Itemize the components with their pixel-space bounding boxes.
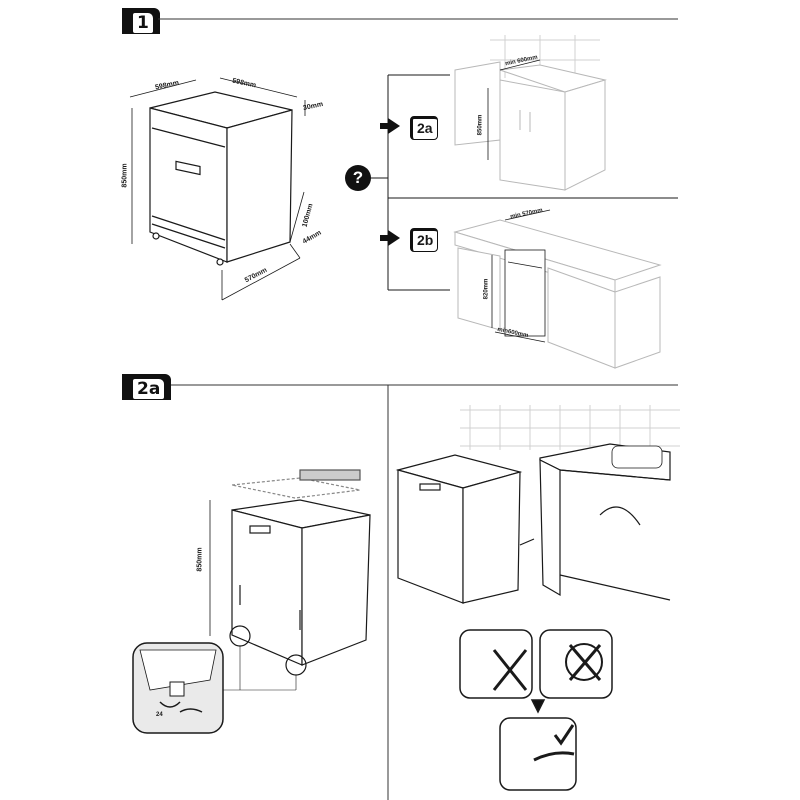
hose-check-wrong-2 [539, 629, 613, 699]
dishwasher-main [149, 91, 293, 266]
option-2a-illustration [454, 35, 607, 191]
arrow-right-icon [380, 118, 400, 134]
wrench-size-label: 24 [156, 712, 163, 718]
slide-in-dishwasher [395, 443, 671, 604]
option-connectors [370, 74, 678, 291]
option-2b-illustration [453, 209, 662, 369]
section-badge-1: 1 [122, 8, 160, 34]
main-dimensions [129, 77, 306, 301]
choice-question-icon: ? [345, 165, 371, 191]
foot-detail-inset [132, 642, 224, 734]
dim-install-height: 850mm [196, 547, 204, 572]
option-2b-label: 2b [410, 228, 439, 252]
install-dishwasher [209, 469, 371, 691]
hose-check-correct [499, 699, 577, 791]
arrow-right-icon [380, 230, 400, 246]
dim-height-label: 850mm [121, 163, 129, 188]
dim-2a-height: 850mm [477, 114, 484, 136]
section-number: 2a [132, 378, 166, 400]
hose-check-wrong-1 [459, 629, 533, 699]
dim-2b-height: 820mm [483, 278, 490, 300]
section-badge-2a: 2a [122, 374, 172, 400]
kitchen-tiles [460, 405, 680, 450]
option-2a-label: 2a [410, 116, 438, 140]
section-number: 1 [132, 12, 154, 34]
